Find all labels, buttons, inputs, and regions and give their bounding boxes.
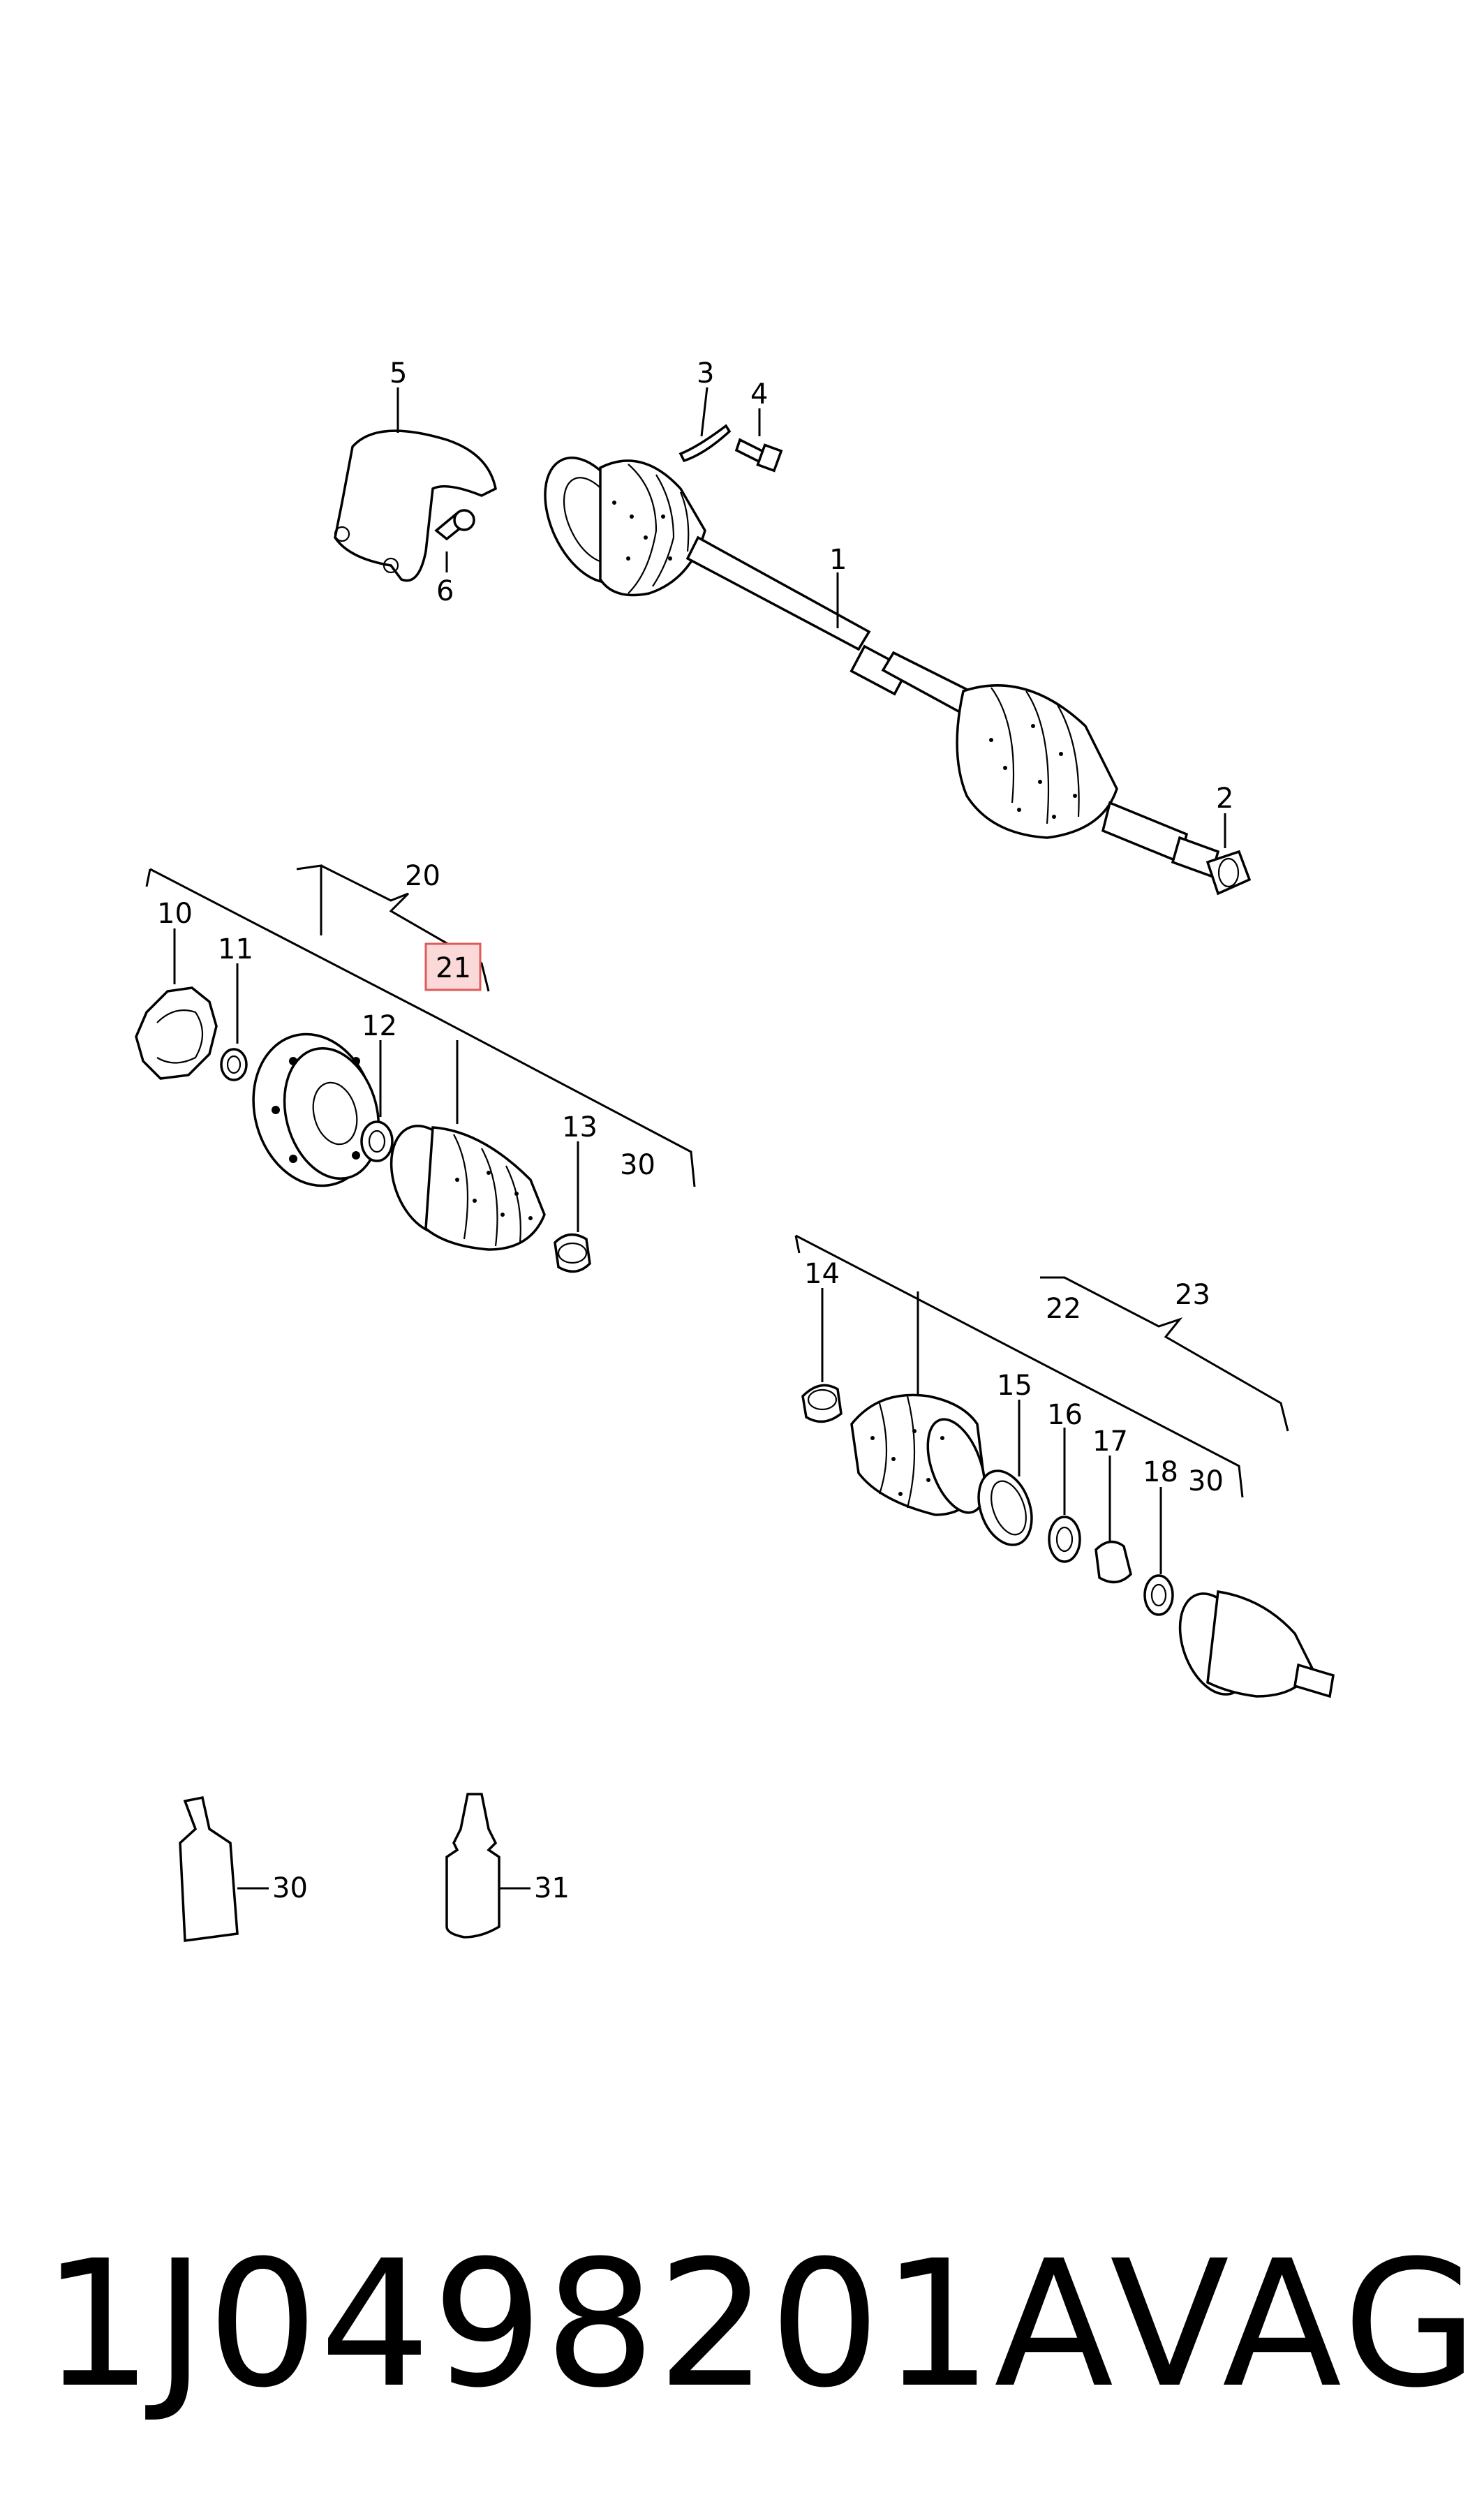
- footer: 1J0498201A VAG: [0, 2220, 1484, 2429]
- callout-11: 11: [218, 933, 253, 965]
- leader-lines: [173, 387, 1226, 1890]
- callout-15: 15: [997, 1370, 1032, 1402]
- callout-30-inner: 30: [620, 1149, 655, 1181]
- callout-14: 14: [804, 1258, 840, 1290]
- grease-tube: [179, 1795, 239, 1942]
- callout-3: 3: [697, 357, 714, 390]
- callout-2: 2: [1216, 783, 1233, 815]
- callout-labels: 1 2 3 4 5 6 10 11 12 13 14 15 16 17 18 2…: [157, 357, 1233, 1904]
- callout-17: 17: [1092, 1425, 1128, 1458]
- bolt-6: [434, 509, 475, 541]
- exploded-parts-diagram: 1 2 3 4 5 6 10 11 12 13 14 15 16 17 18 2…: [135, 357, 1335, 1942]
- outer-joint-group: [794, 1234, 1335, 1698]
- part-number: 1J0498201A: [42, 2223, 1115, 2426]
- bolt-4: [734, 438, 783, 473]
- clip-3: [678, 424, 732, 463]
- callout-13: 13: [562, 1111, 598, 1143]
- sealant-bottle: [445, 1793, 500, 1939]
- inner-joint-group: [135, 864, 696, 1273]
- callout-1: 1: [829, 544, 847, 576]
- nut-2: [1205, 850, 1252, 896]
- callout-6: 6: [436, 575, 454, 607]
- callout-10: 10: [157, 898, 193, 930]
- callout-30-outer: 30: [1188, 1465, 1224, 1497]
- boot-texture: [612, 501, 1077, 819]
- brand-label: VAG: [1110, 2223, 1483, 2426]
- callout-21-highlight: [424, 942, 482, 991]
- callout-5: 5: [389, 357, 407, 390]
- callout-30-tube: 30: [272, 1872, 308, 1904]
- drive-shaft-assembly: [544, 457, 1220, 878]
- callout-22: 22: [1046, 1293, 1081, 1325]
- callout-12: 12: [362, 1010, 397, 1042]
- callout-16: 16: [1047, 1399, 1083, 1431]
- callout-23: 23: [1175, 1279, 1210, 1311]
- callout-20: 20: [405, 860, 440, 892]
- callout-4: 4: [750, 378, 768, 410]
- callout-18: 18: [1143, 1456, 1178, 1488]
- callout-31: 31: [534, 1872, 570, 1904]
- callout-21: 21: [436, 952, 471, 984]
- heat-shield: [334, 429, 497, 582]
